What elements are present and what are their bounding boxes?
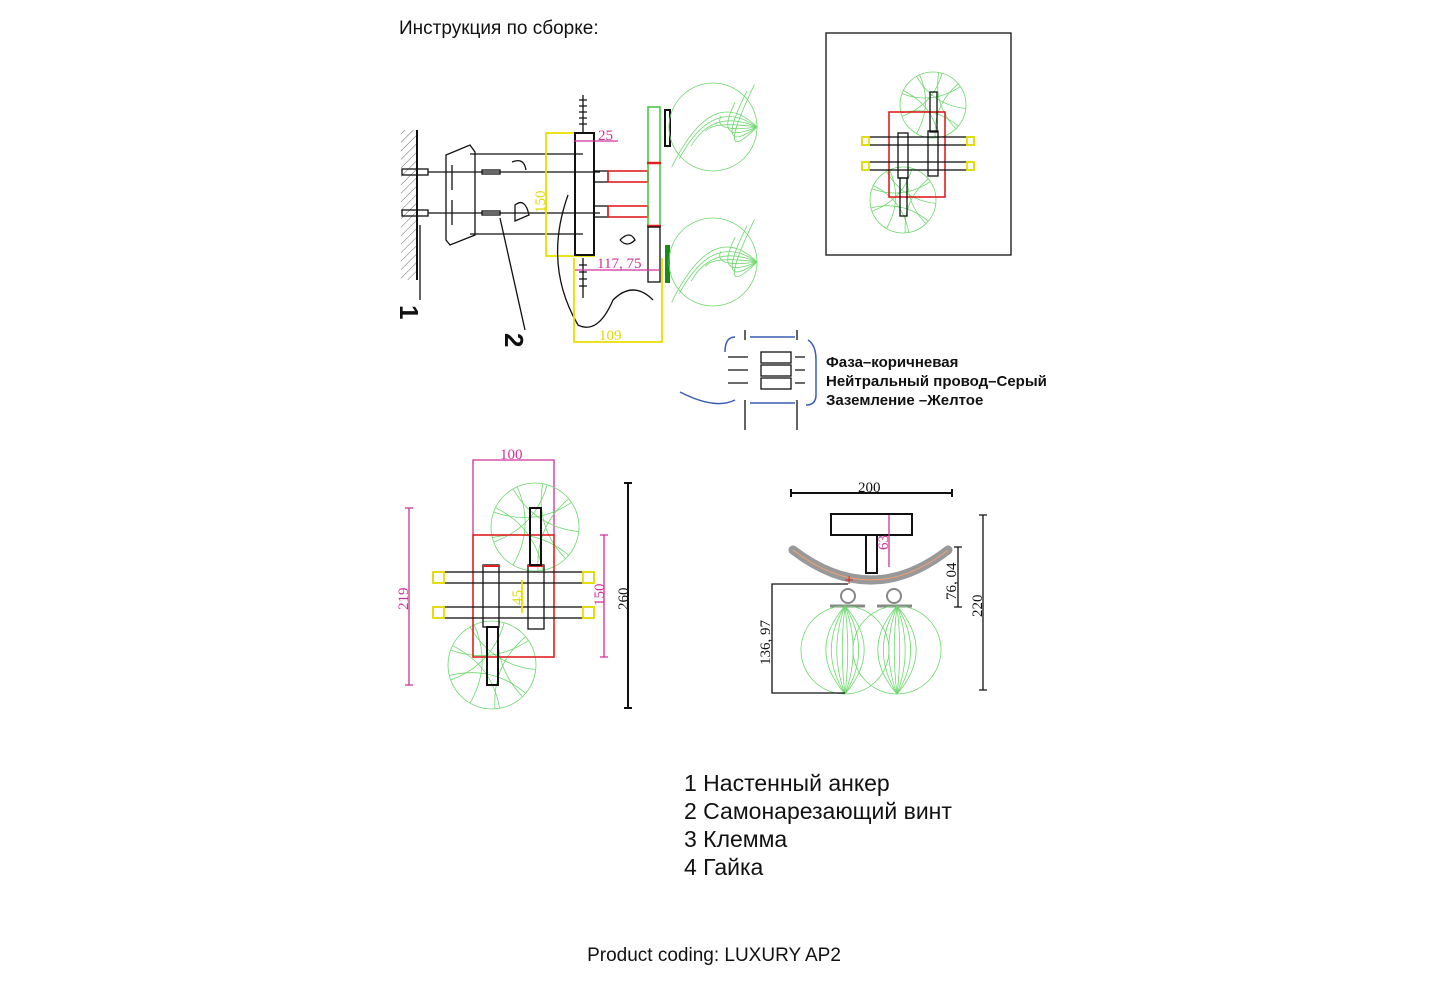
front-view-dimensions: 200 63 76, 04 220 136, 97 + (758, 480, 987, 695)
dim-100: 100 (500, 447, 523, 463)
glass-globe-icon (869, 166, 937, 234)
glass-globe-icon (668, 82, 758, 172)
svg-text:+: + (844, 573, 854, 587)
wire-ground-label: Заземление –Желтое (826, 392, 983, 409)
dim-219: 219 (396, 588, 412, 611)
glass-globe-icon (800, 605, 890, 695)
product-coding: Product coding: LUXURY AP2 (587, 945, 841, 966)
holder-bar (647, 106, 661, 228)
glass-globe-icon (447, 620, 537, 710)
canopy-plate (574, 132, 595, 256)
page-title: Инструкция по сборке: (399, 18, 599, 39)
nut-icon (511, 159, 530, 222)
dim-76-04: 76, 04 (944, 562, 960, 600)
mounting-bracket (445, 144, 476, 246)
dim-220: 220 (970, 595, 986, 618)
frame (825, 32, 1012, 256)
arms (593, 170, 649, 218)
dim-200: 200 (858, 480, 881, 496)
dim-150: 150 (533, 191, 549, 214)
wiring-diagram: Фаза–коричневая Нейтральный провод–Серый… (679, 330, 1047, 430)
glass-globe-icon (490, 482, 580, 572)
dim-63: 63 (876, 535, 892, 550)
terminal-icon (619, 234, 636, 245)
glass-globe-icon (899, 71, 967, 139)
dimension-box-109 (573, 258, 663, 343)
wire (556, 194, 654, 328)
legend-item: 2 Самонарезающий винт (684, 798, 952, 824)
dimension-box-150 (545, 132, 595, 257)
top-screw-icon (579, 95, 587, 133)
glass-globe-icon (668, 217, 758, 307)
dim-150-top: 150 (592, 584, 608, 607)
wall-hatching (401, 130, 417, 280)
terminal-block-icon (760, 351, 792, 390)
callout-2: 2 (499, 333, 529, 347)
dim-45: 45 (510, 590, 526, 605)
legend-item: 4 Гайка (684, 854, 764, 880)
screw-icon (481, 169, 501, 216)
assembly-diagram: 1 2 150 25 117, 75 109 (394, 82, 758, 347)
callout-1: 1 (394, 305, 424, 319)
lower-holder (647, 226, 661, 283)
glass-globe-icon (852, 605, 942, 695)
wire-phase-label: Фаза–коричневая (826, 354, 958, 371)
wire-neutral-label: Нейтральный провод–Серый (826, 373, 1047, 390)
dim-109: 109 (599, 328, 622, 344)
framed-top-view (825, 32, 1012, 256)
dim-117-75: 117, 75 (597, 256, 641, 272)
dim-25: 25 (598, 128, 613, 144)
parts-legend: 1 Настенный анкер 2 Самонарезающий винт … (684, 770, 952, 880)
top-view-dimensions: 100 45 219 150 260 (396, 447, 632, 710)
legend-item: 3 Клемма (684, 826, 787, 852)
dim-136-97: 136, 97 (758, 620, 774, 666)
legend-item: 1 Настенный анкер (684, 770, 890, 796)
dim-260: 260 (616, 588, 632, 611)
